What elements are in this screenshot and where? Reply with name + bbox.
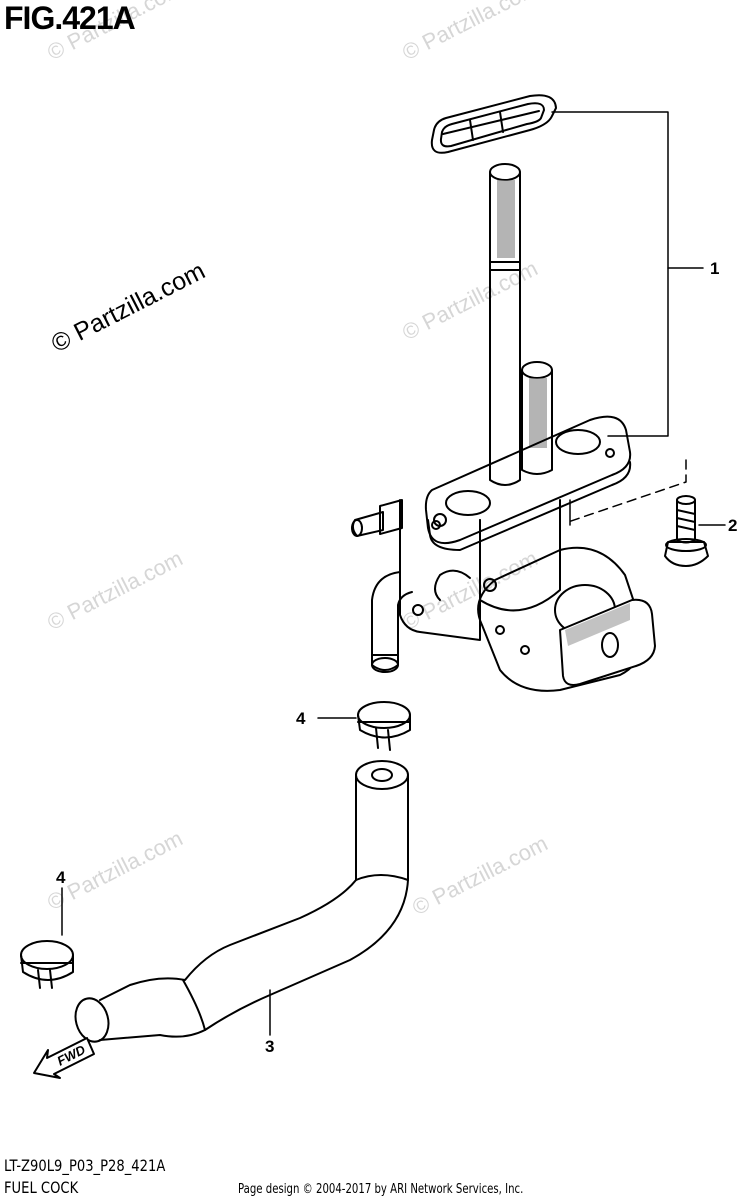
hose-clamp-top xyxy=(357,701,411,751)
figure-code: LT-Z90L9_P03_P28_421A xyxy=(4,1156,166,1175)
callout-4-top: 4 xyxy=(296,709,306,728)
figure-name: FUEL COCK xyxy=(4,1178,79,1197)
callout-4-bottom: 4 xyxy=(56,868,66,887)
leader-2-dashed xyxy=(567,459,687,523)
figure-title: FIG.421A xyxy=(4,0,136,36)
page-footer: Page design © 2004-2017 by ARI Network S… xyxy=(238,1182,524,1197)
fuel-pipe-short xyxy=(521,361,553,475)
gasket-screen xyxy=(430,94,557,154)
outlet-spigot xyxy=(371,571,413,673)
forward-arrow: FWD xyxy=(33,1037,95,1079)
mounting-flange xyxy=(424,415,632,551)
valve-body xyxy=(351,499,561,641)
callout-3: 3 xyxy=(265,1037,274,1056)
leader-1 xyxy=(551,111,669,437)
lever-knob xyxy=(559,598,656,686)
fuel-hose xyxy=(74,760,409,1043)
fuel-pipe-long xyxy=(489,163,521,486)
callout-2: 2 xyxy=(728,516,737,535)
hose-clamp-bottom xyxy=(20,940,74,989)
callout-1: 1 xyxy=(710,259,719,278)
bolt xyxy=(664,495,709,567)
